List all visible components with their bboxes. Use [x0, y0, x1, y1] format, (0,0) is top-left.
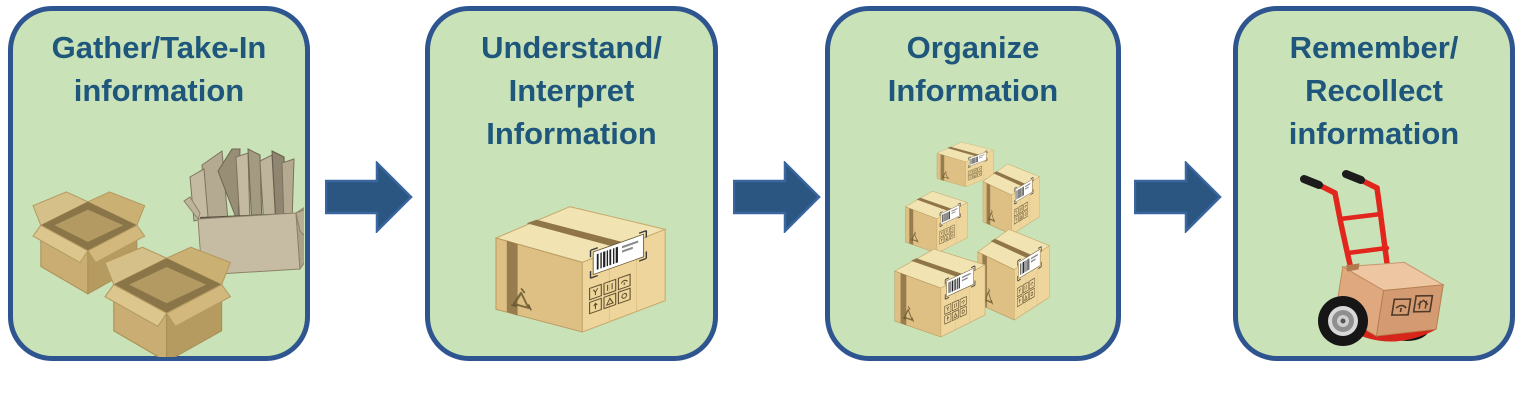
- step-panel-remember: Remember/ Recollect information: [1233, 6, 1515, 361]
- open-boxes-icon: [32, 148, 304, 357]
- hand-truck-icon: [1300, 170, 1445, 346]
- flow-arrow-icon: [733, 161, 821, 233]
- step-title-remember: Remember/ Recollect information: [1288, 30, 1460, 151]
- closed-box-icon: [494, 205, 667, 334]
- step-title-organize: Organize Information: [887, 30, 1059, 108]
- step-panel-gather: Gather/Take-In information: [8, 6, 310, 361]
- step-panel-understand: Understand/ Interpret Information: [425, 6, 718, 361]
- step-panel-organize: Organize Information: [825, 6, 1121, 361]
- box-stack-icon: [894, 141, 1050, 338]
- flow-arrow-icon: [1134, 161, 1222, 233]
- step-title-understand: Understand/ Interpret Information: [481, 30, 662, 151]
- step-title-gather: Gather/Take-In information: [51, 30, 267, 108]
- flow-arrow-icon: [325, 161, 413, 233]
